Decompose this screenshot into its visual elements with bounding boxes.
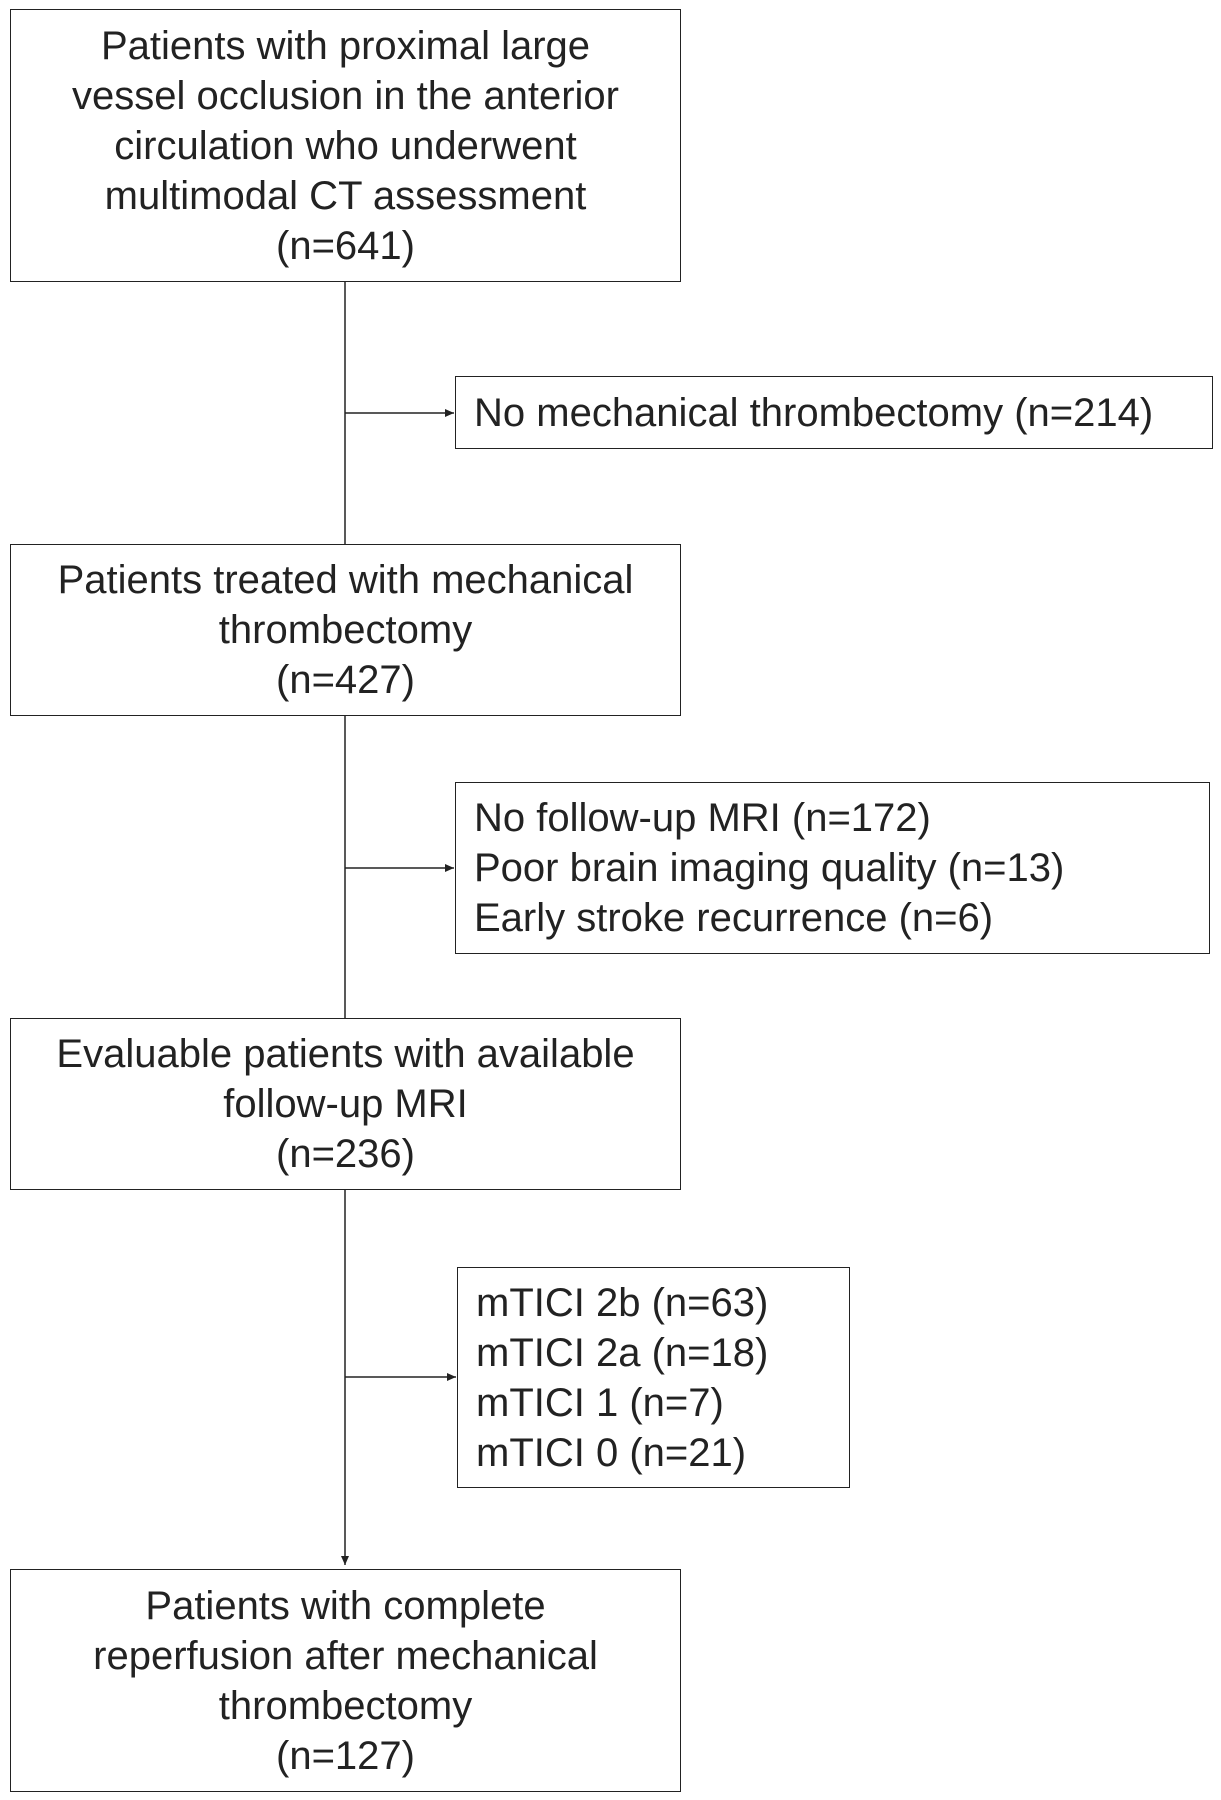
exclusion-line: Poor brain imaging quality (n=13) (474, 846, 1065, 890)
box-line: Evaluable patients with available (56, 1032, 635, 1076)
exclusion-box-no-thrombectomy: No mechanical thrombectomy (n=214) (455, 376, 1213, 449)
box-count: (n=641) (276, 223, 415, 268)
exclusion-line: Early stroke recurrence (n=6) (474, 896, 994, 940)
box-line: Patients with complete (145, 1583, 546, 1628)
box-line: Patients with proximal large (100, 23, 591, 68)
box-evaluable: Evaluable patients with available follow… (10, 1018, 681, 1190)
box-line: vessel occlusion in the anterior (72, 73, 619, 118)
box-line: circulation who underwent (114, 123, 577, 168)
box-count: (n=427) (276, 658, 415, 702)
exclusion-line: mTICI 2b (n=63) (476, 1280, 769, 1325)
box-thrombectomy: Patients treated with mechanical thrombe… (10, 544, 681, 716)
exclusion-box-mtici: mTICI 2b (n=63) mTICI 2a (n=18) mTICI 1 … (457, 1267, 850, 1488)
exclusion-line: No mechanical thrombectomy (n=214) (474, 390, 1154, 435)
exclusion-line: mTICI 2a (n=18) (476, 1330, 769, 1375)
exclusion-line: mTICI 1 (n=7) (476, 1380, 724, 1425)
box-line: reperfusion after mechanical (93, 1633, 598, 1678)
box-line: thrombectomy (218, 608, 473, 652)
box-line: Patients treated with mechanical (57, 558, 634, 602)
box-line: thrombectomy (218, 1683, 473, 1728)
exclusion-box-no-mri: No follow-up MRI (n=172) Poor brain imag… (455, 782, 1210, 954)
box-count: (n=236) (276, 1132, 415, 1176)
box-line: follow-up MRI (223, 1082, 468, 1126)
exclusion-line: No follow-up MRI (n=172) (474, 796, 931, 840)
box-line: multimodal CT assessment (104, 173, 587, 218)
box-complete-reperfusion: Patients with complete reperfusion after… (10, 1569, 681, 1792)
exclusion-line: mTICI 0 (n=21) (476, 1430, 747, 1475)
box-count: (n=127) (276, 1733, 415, 1778)
box-initial-cohort: Patients with proximal large vessel occl… (10, 9, 681, 282)
